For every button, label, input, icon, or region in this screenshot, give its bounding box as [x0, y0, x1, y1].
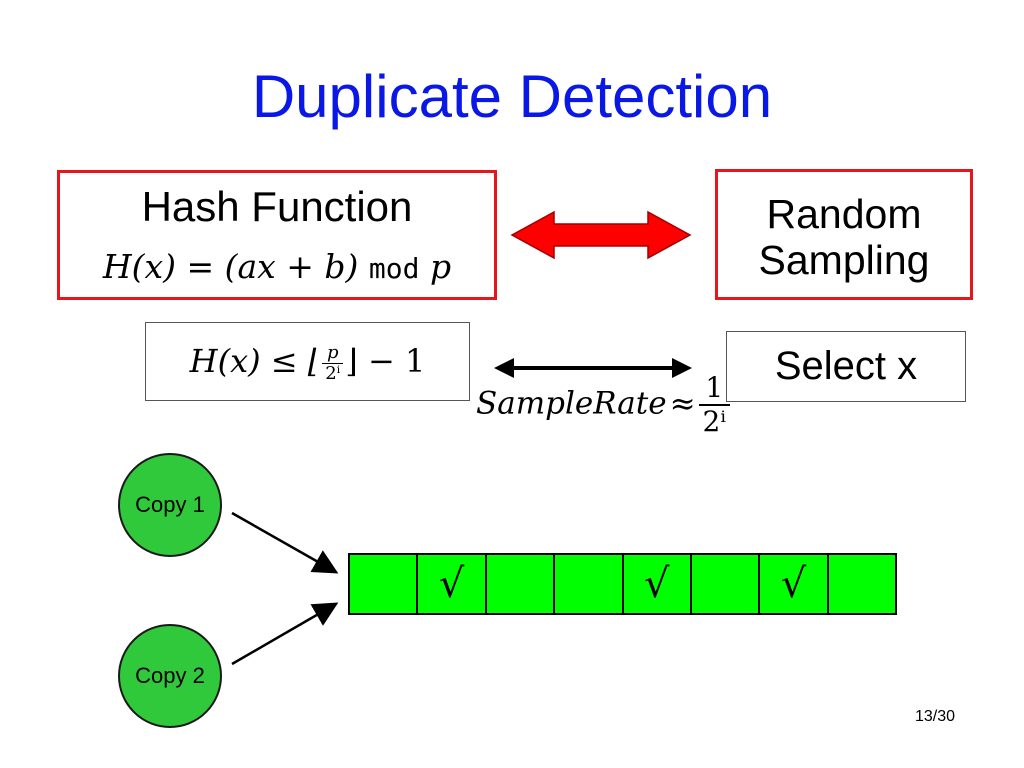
random-sampling-line2: Sampling — [758, 237, 930, 283]
hash-function-title: Hash Function — [141, 183, 413, 230]
random-sampling-box: Random Sampling — [715, 169, 973, 300]
sample-rate-den: 2ⁱ — [702, 405, 726, 438]
bit-cell — [486, 555, 556, 613]
bit-cell — [555, 555, 624, 613]
bit-array: √ √ √ — [348, 553, 897, 615]
condition-rhs: ⌋ − 1 — [345, 342, 426, 380]
sample-rate-label: SampleRate — [476, 385, 667, 422]
copy-2-circle: Copy 2 — [118, 624, 222, 728]
copy2-arrow — [231, 602, 339, 666]
select-x-label: Select x — [774, 344, 918, 388]
page-number: 13/30 — [914, 708, 956, 725]
double-arrow-red — [510, 210, 692, 260]
random-sampling-line1: Random — [766, 191, 922, 237]
bit-cell — [691, 555, 761, 613]
hash-formula-mod: mod — [368, 252, 420, 285]
copy-1-label: Copy 1 — [135, 492, 205, 517]
bit-cell — [828, 555, 895, 613]
condition-frac-num: p — [322, 343, 344, 364]
bit-cell: √ — [760, 555, 829, 613]
hash-function-box: Hash Function H(x) = (ax + b) mod p — [57, 170, 497, 300]
slide-title: Duplicate Detection — [251, 63, 773, 130]
double-arrow-black — [494, 358, 692, 378]
hash-formula-p: p — [430, 247, 452, 286]
condition-lhs: H(x) ≤ ⌊ — [189, 342, 321, 380]
select-x-box: Select x — [726, 331, 966, 402]
bit-cell: √ — [623, 555, 692, 613]
hash-formula-expression: H(x) = (ax + b) — [102, 247, 359, 286]
copy-2-label: Copy 2 — [135, 663, 205, 688]
bit-cell: √ — [418, 555, 487, 613]
copy1-arrow — [231, 511, 339, 574]
sample-rate-approx: ≈ — [669, 385, 696, 422]
copy-1-circle: Copy 1 — [118, 453, 222, 557]
sample-rate-num: 1 — [698, 372, 730, 406]
condition-frac-den: 2ⁱ — [325, 363, 341, 384]
bit-cell — [350, 555, 419, 613]
hash-formula: H(x) = (ax + b) mod p — [60, 247, 494, 289]
